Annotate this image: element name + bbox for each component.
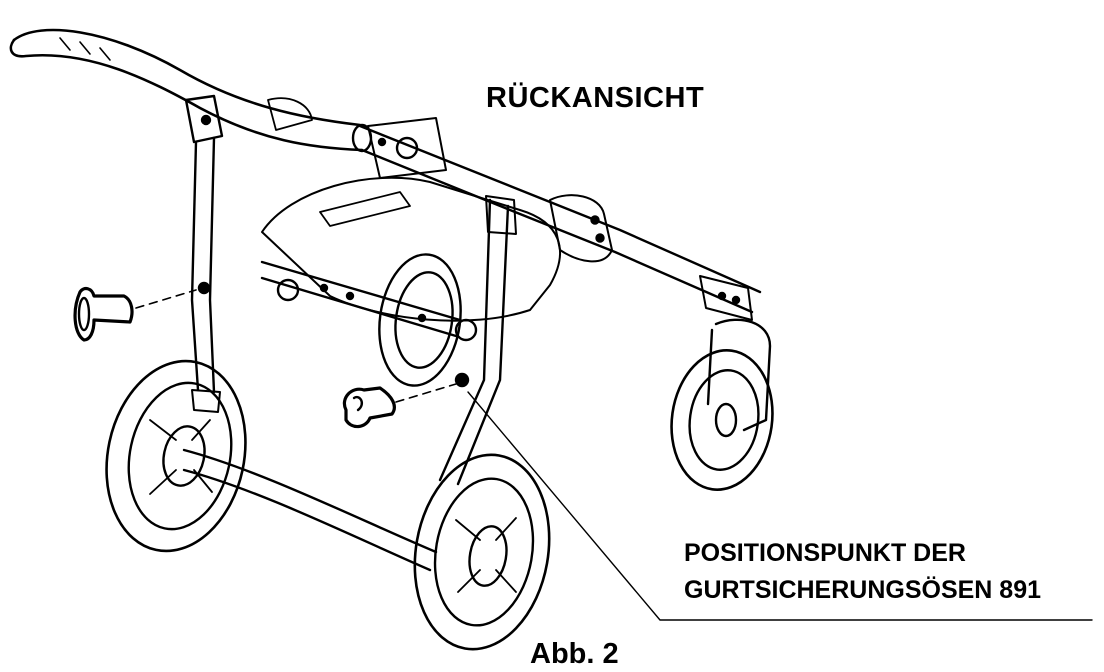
left-rear-leg [190,136,221,413]
callout-label-line1: POSITIONSPUNKT DER [684,539,966,567]
belt-eyelet-center [342,383,457,429]
callout-label-line2: GURTSICHERUNGSÖSEN 891 [684,576,1042,604]
rear-wheel-right [413,453,551,651]
center-rear-leg [438,195,517,486]
lower-crossbar [260,260,478,342]
seat-mount-plate [261,97,561,322]
rear-wheel-left [105,359,247,553]
push-handle [9,28,373,153]
view-title: RÜCKANSICHT [486,82,705,114]
belt-eyelet-left [73,286,197,342]
top-crossbar [358,117,762,321]
front-wheel-inner [378,253,462,387]
front-wheel-right [670,318,774,491]
handle-hinge-left [184,94,224,144]
callout-leader-line [467,391,1093,621]
rear-axle [182,448,438,572]
figure-caption: Abb. 2 [530,638,619,670]
